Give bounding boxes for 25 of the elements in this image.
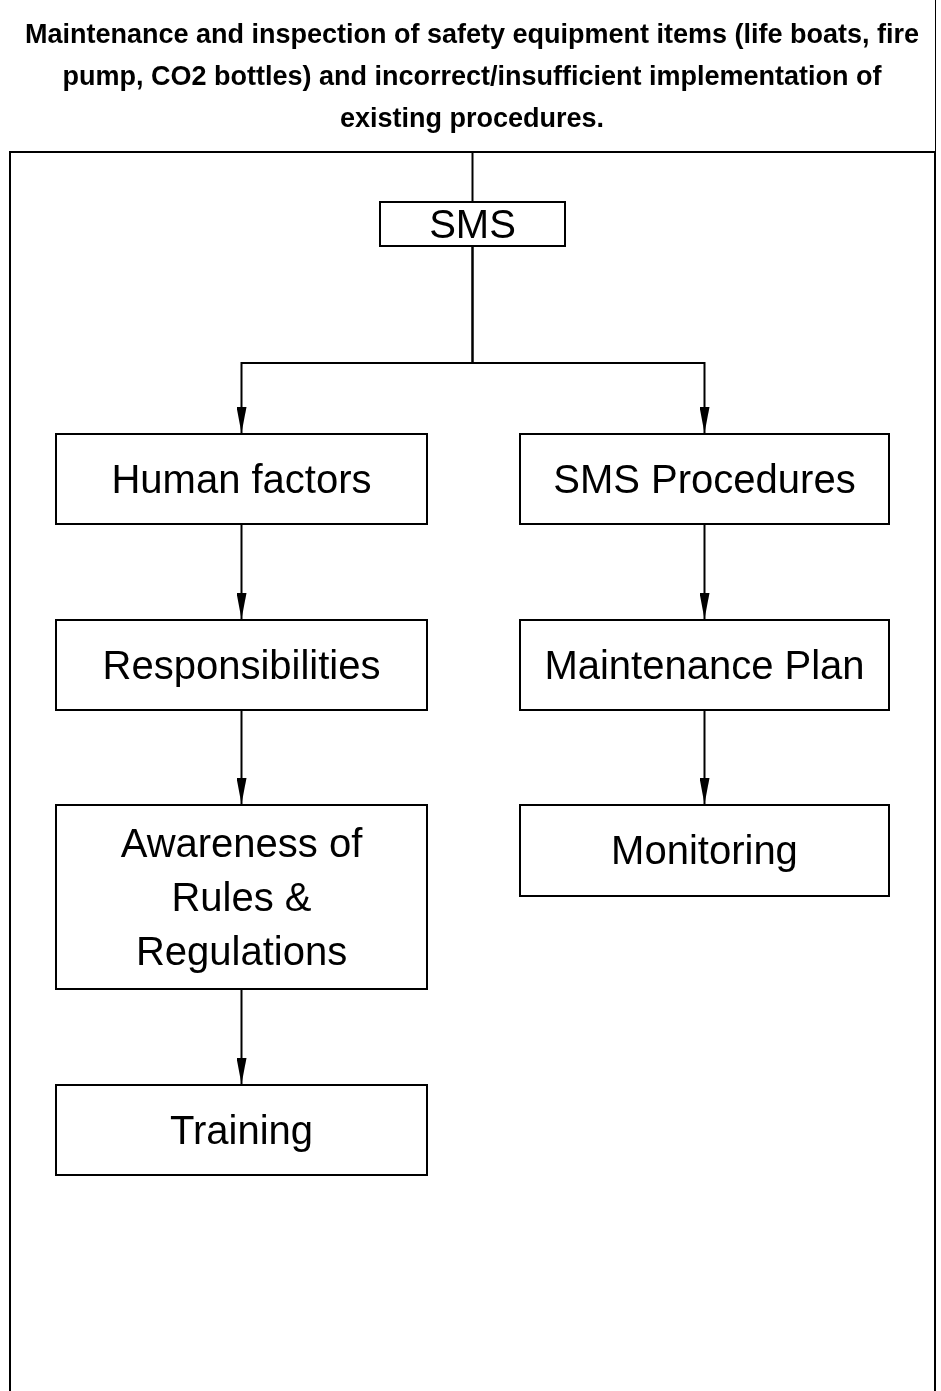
- box-label: Awareness of Rules & Regulations: [119, 820, 364, 975]
- process-box: [519, 433, 890, 525]
- box-label: Human factors: [110, 455, 373, 503]
- box-label: Responsibilities: [101, 641, 382, 689]
- connector-line: [471, 152, 474, 202]
- process-box: [519, 804, 890, 897]
- arrow: [699, 524, 710, 620]
- process-box: [519, 619, 890, 711]
- process-box: [379, 201, 566, 247]
- process-box: [55, 804, 428, 990]
- arrow: [236, 524, 247, 620]
- header-box: [9, 0, 935, 153]
- heading-text: Maintenance and inspection of safety equipment items (life boats, fire pump, CO2 bottles) and incorrect/insufficient implementation of existing procedures.: [23, 17, 921, 135]
- box-label: Maintenance Plan: [543, 641, 866, 689]
- box-label: SMS: [428, 200, 517, 248]
- box-label: SMS Procedures: [552, 455, 857, 503]
- box-label: Monitoring: [610, 827, 799, 874]
- process-box: [55, 619, 428, 711]
- process-box: [55, 433, 428, 525]
- arrow: [236, 989, 247, 1085]
- arrow: [236, 710, 247, 805]
- process-box: [55, 1084, 428, 1176]
- arrow: [699, 710, 710, 805]
- arrow: [471, 246, 710, 434]
- box-label: Training: [169, 1106, 314, 1154]
